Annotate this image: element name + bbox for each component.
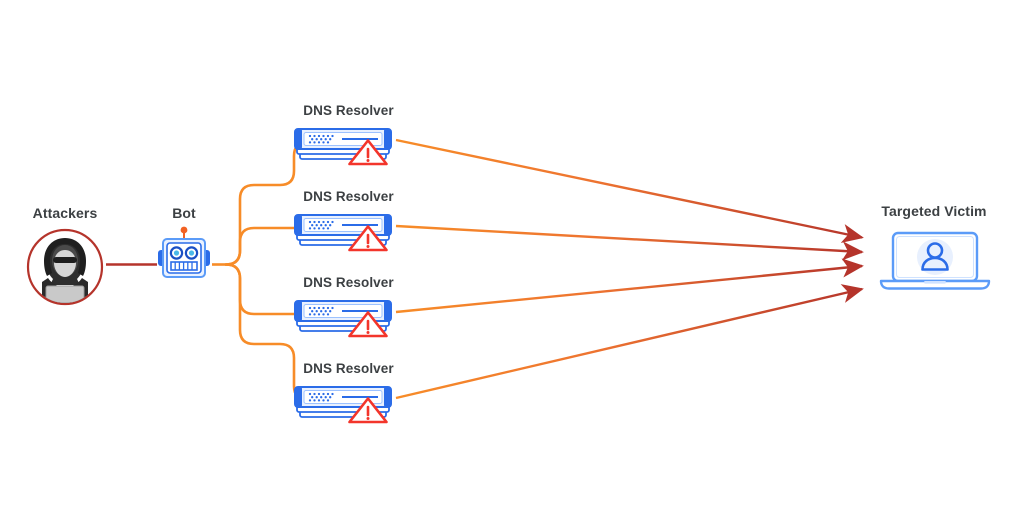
warning-triangle-icon xyxy=(348,139,388,166)
victim-label: Targeted Victim xyxy=(881,203,987,219)
link-resolver-3-to-victim xyxy=(395,258,864,314)
attackers-node[interactable] xyxy=(26,228,104,311)
warning-triangle-icon xyxy=(348,225,388,252)
dns-resolver-label: DNS Resolver xyxy=(303,361,394,376)
dns-resolver-label: DNS Resolver xyxy=(303,275,394,290)
network-switch-icon xyxy=(294,214,392,252)
hooded-attacker-avatar xyxy=(26,228,104,306)
bot-label: Bot xyxy=(172,205,196,221)
robot-icon xyxy=(158,226,210,278)
warning-triangle-icon xyxy=(348,311,388,338)
warning-triangle-icon xyxy=(348,397,388,424)
attackers-label: Attackers xyxy=(32,205,98,221)
dns-resolver-label: DNS Resolver xyxy=(303,103,394,118)
link-resolver-4-to-victim xyxy=(395,284,864,400)
network-switch-icon xyxy=(294,128,392,166)
link-resolver-2-to-victim xyxy=(395,224,864,261)
link-resolver-1-to-victim xyxy=(395,138,864,243)
laptop-user-icon xyxy=(879,231,991,290)
dns-resolver-label: DNS Resolver xyxy=(303,189,394,204)
network-switch-icon xyxy=(294,386,392,424)
link-bot-to-resolver-2 xyxy=(224,226,316,266)
bot-node[interactable] xyxy=(154,226,214,293)
victim-node[interactable] xyxy=(876,230,994,297)
network-switch-icon xyxy=(294,300,392,338)
